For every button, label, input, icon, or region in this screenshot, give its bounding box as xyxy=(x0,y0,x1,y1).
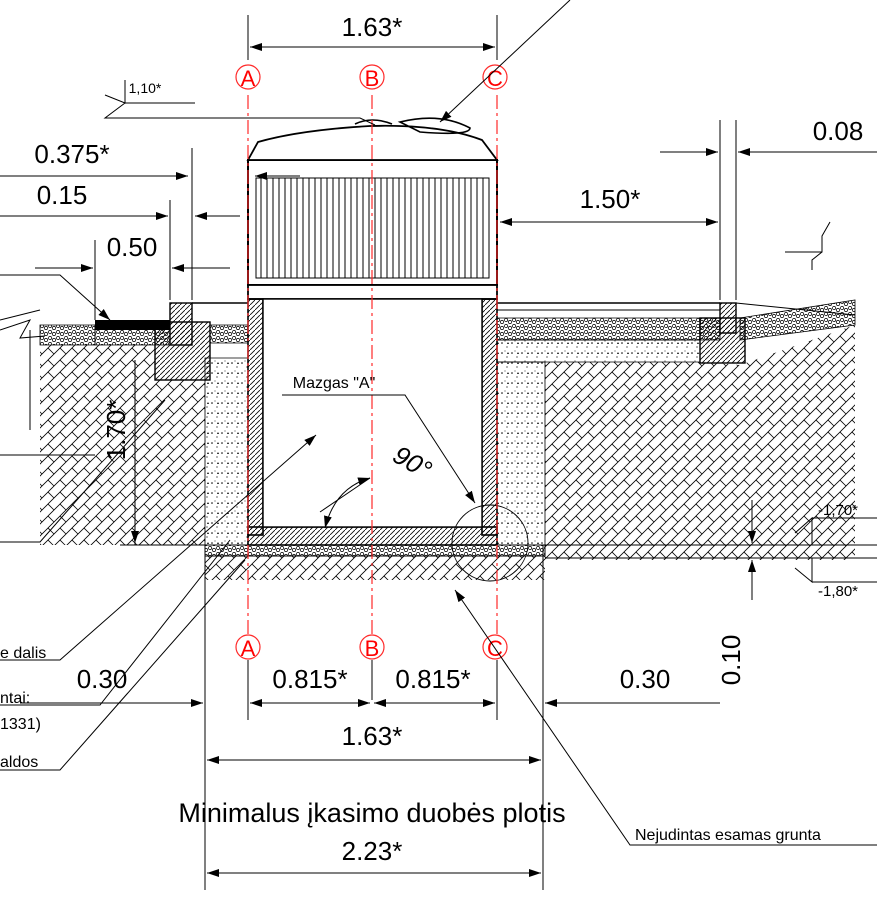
axis-marker-b-top: B xyxy=(359,64,385,91)
svg-text:B: B xyxy=(365,66,380,91)
dim-bottom-right-margin: 0.30 xyxy=(620,664,671,694)
svg-text:C: C xyxy=(487,66,503,91)
leader-text-3: 1331) xyxy=(0,716,41,733)
dim-half-left: 0.815* xyxy=(272,664,347,694)
min-width-title: Minimalus įkasimo duobės plotis xyxy=(178,798,565,828)
dim-bottom-left-margin: 0.30 xyxy=(77,664,128,694)
curbs xyxy=(154,302,856,381)
dim-half-right: 0.815* xyxy=(395,664,470,694)
svg-text:B: B xyxy=(365,636,380,661)
dim-left-width: 0.50 xyxy=(107,232,158,262)
dim-left-gap: 0.15 xyxy=(37,180,88,210)
level-top: 1,10* xyxy=(129,80,162,96)
axis-lines xyxy=(247,95,498,720)
svg-text:A: A xyxy=(241,66,256,91)
dim-right-clearance: 0.08 xyxy=(813,116,864,146)
axis-marker-b-bottom: B xyxy=(359,634,385,661)
level-low: -1,80* xyxy=(818,583,858,600)
node-label: Mazgas "A" xyxy=(293,375,376,392)
leader-text-1: e dalis xyxy=(0,645,46,662)
dim-total-width: 2.23* xyxy=(342,836,403,866)
leader-text-4: aldos xyxy=(0,754,38,771)
dim-left-offset: 0.375* xyxy=(34,139,109,169)
dim-bottom-width: 1.63* xyxy=(342,721,403,751)
dim-side-width: 1.50* xyxy=(580,184,641,214)
detail-circle xyxy=(451,504,529,582)
dim-height: 1.70* xyxy=(101,400,131,461)
undisturbed-soil-label: Nejudintas esamas grunta xyxy=(635,827,821,844)
dim-base-thickness: 0.10 xyxy=(716,635,746,686)
svg-text:A: A xyxy=(241,636,256,661)
level-mid: -1,70* xyxy=(818,502,858,519)
axis-marker-a-top: A xyxy=(235,64,261,91)
axis-marker-a-bottom: A xyxy=(235,634,261,661)
dim-top-width: 1.63* xyxy=(342,12,403,42)
leader-text-2: ntai: xyxy=(0,690,30,707)
axis-marker-c-top: C xyxy=(482,64,508,91)
